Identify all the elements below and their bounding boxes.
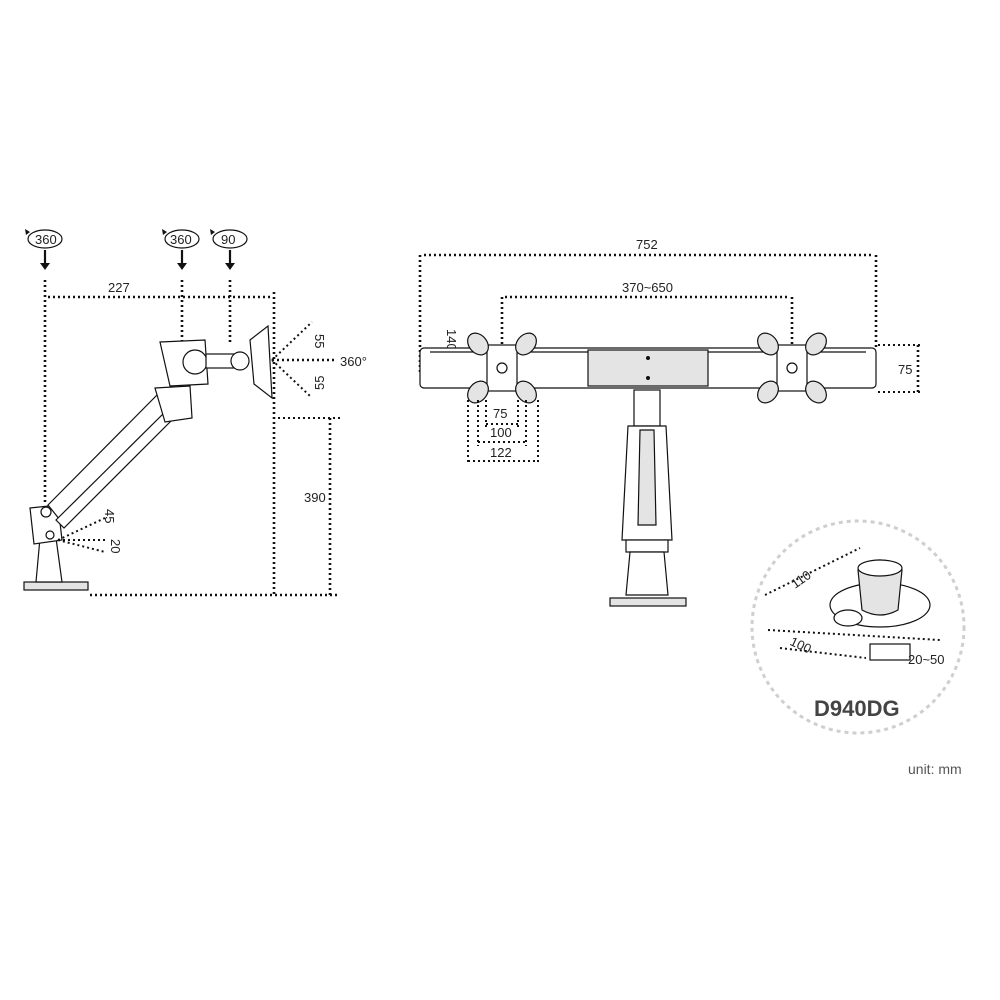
rotation-marker-elbow: 360 bbox=[162, 229, 200, 270]
side-view: 360 360 90 227 390 55 5 bbox=[23, 229, 367, 597]
rotation-marker-base: 360 bbox=[25, 229, 63, 270]
clamp-100-label: 100 bbox=[788, 634, 814, 657]
side-base bbox=[23, 504, 89, 591]
model-label: D940DG bbox=[814, 696, 900, 721]
swivel-label: 360° bbox=[340, 354, 367, 369]
clamp-range-label: 20~50 bbox=[908, 652, 945, 667]
front-pole bbox=[609, 389, 687, 607]
clamp-110-label: 110 bbox=[788, 567, 814, 591]
base-down-label: 20 bbox=[108, 539, 123, 553]
crossbar bbox=[419, 347, 877, 389]
clamp-detail: 110 100 20~50 D940DG bbox=[750, 519, 966, 735]
tilt-up-label: 55 bbox=[312, 334, 327, 348]
base-up-label: 45 bbox=[102, 509, 117, 523]
overall-width-label: 752 bbox=[636, 237, 658, 252]
vesa-75-label: 75 bbox=[493, 406, 507, 421]
bar-height-label: 75 bbox=[898, 362, 912, 377]
vesa-plate-right bbox=[757, 332, 827, 404]
side-arm bbox=[47, 324, 273, 529]
vesa-plate-left bbox=[467, 332, 537, 404]
vesa-122-label: 122 bbox=[490, 445, 512, 460]
rotation-label-base: 360 bbox=[35, 232, 57, 247]
rotation-label-elbow: 360 bbox=[170, 232, 192, 247]
height-label: 390 bbox=[304, 490, 326, 505]
rotation-label-head: 90 bbox=[221, 232, 235, 247]
front-view: 752 370~650 140 55 75 bbox=[418, 237, 966, 777]
tilt-down-label: 55 bbox=[312, 376, 327, 390]
rotation-marker-head: 90 bbox=[210, 229, 248, 270]
reach-label: 227 bbox=[108, 280, 130, 295]
bar-depth-a-label: 140 bbox=[444, 329, 459, 351]
unit-label: unit: mm bbox=[908, 761, 962, 777]
center-range-label: 370~650 bbox=[622, 280, 673, 295]
vesa-100-label: 100 bbox=[490, 425, 512, 440]
